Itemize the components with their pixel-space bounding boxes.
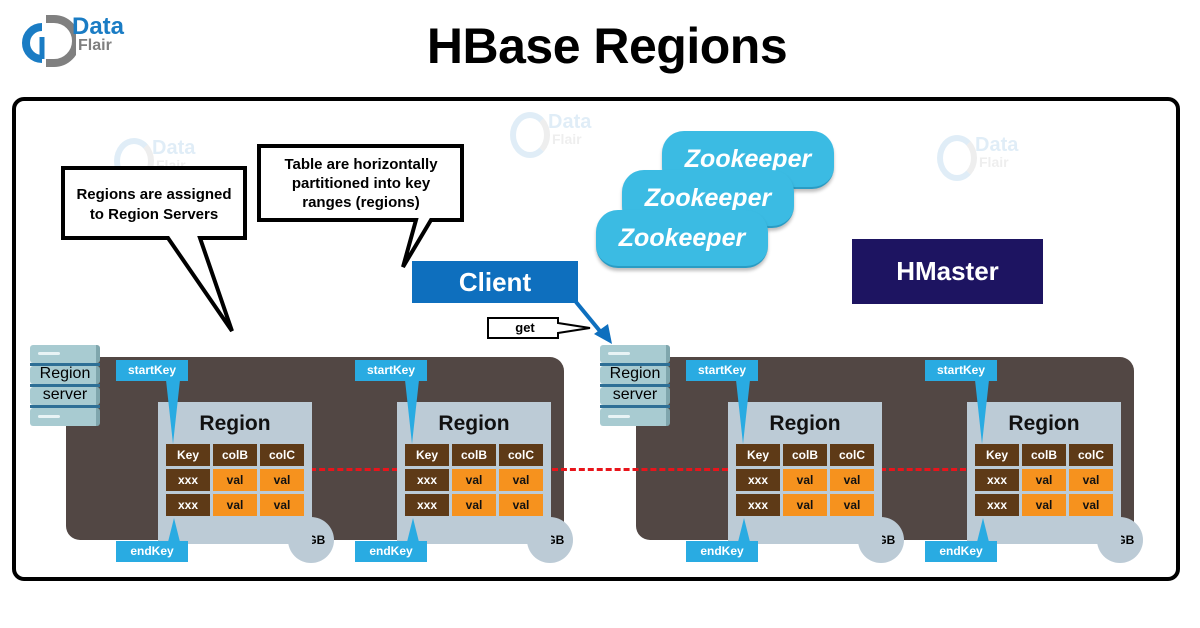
value-cell: val	[213, 494, 257, 516]
callout-bubble-regions-assigned	[61, 166, 247, 333]
logo-text-data: Data	[72, 13, 125, 40]
start-key-tag: startKey	[355, 360, 427, 381]
value-cell: val	[1022, 494, 1066, 516]
table-header-cell: colC	[260, 444, 304, 466]
region-title: Region	[438, 412, 510, 435]
row-key-cell: xxx	[975, 494, 1019, 516]
callout-text-regions-assigned: Regions are assigned to Region Servers	[76, 186, 232, 223]
value-cell: val	[1069, 469, 1113, 491]
client-box: Client	[412, 261, 578, 303]
value-cell: val	[783, 494, 827, 516]
logo-mark-icon	[22, 15, 76, 67]
region-split-line	[880, 468, 966, 471]
table-header-cell: colC	[830, 444, 874, 466]
start-key-tag: startKey	[686, 360, 758, 381]
region-title: Region	[1008, 412, 1080, 435]
row-key-cell: xxx	[166, 494, 210, 516]
region-title: Region	[199, 412, 271, 435]
region-server-1-icon: Region server	[30, 345, 102, 426]
end-key-pointer-icon	[977, 518, 989, 542]
dataflair-logo: Data Flair	[20, 13, 140, 67]
region-server-label: Region	[39, 365, 91, 382]
end-key-tag: endKey	[925, 541, 997, 562]
start-key-pointer-icon	[166, 380, 180, 444]
region-server-label: server	[42, 386, 88, 403]
start-key-pointer-icon	[405, 380, 419, 444]
row-key-cell: xxx	[975, 469, 1019, 491]
table-header-cell: colB	[213, 444, 257, 466]
row-key-cell: xxx	[736, 469, 780, 491]
end-key-tag: endKey	[686, 541, 758, 562]
table-header-cell: colB	[452, 444, 496, 466]
region-server-label: Region	[609, 365, 661, 382]
start-key-tag: startKey	[925, 360, 997, 381]
value-cell: val	[260, 494, 304, 516]
end-key-pointer-icon	[407, 518, 419, 542]
value-cell: val	[452, 494, 496, 516]
region-split-line	[310, 468, 398, 471]
table-header-cell: colC	[499, 444, 543, 466]
callout-bubble-horizontal-partition	[257, 144, 464, 269]
region-server-2-icon: Region server	[600, 345, 672, 426]
start-key-pointer-icon	[975, 380, 989, 444]
value-cell: val	[452, 469, 496, 491]
table-header-cell: Key	[975, 444, 1019, 466]
row-key-cell: xxx	[405, 469, 449, 491]
end-key-tag: endKey	[116, 541, 188, 562]
end-key-pointer-icon	[738, 518, 750, 542]
page-title: HBase Regions	[426, 18, 788, 74]
zookeeper-node: Zookeeper	[596, 210, 768, 268]
value-cell: val	[830, 494, 874, 516]
table-header-cell: colB	[1022, 444, 1066, 466]
start-key-tag: startKey	[116, 360, 188, 381]
region-title: Region	[769, 412, 841, 435]
table-header-cell: Key	[405, 444, 449, 466]
value-cell: val	[783, 469, 827, 491]
row-key-cell: xxx	[736, 494, 780, 516]
row-key-cell: xxx	[405, 494, 449, 516]
table-header-cell: Key	[166, 444, 210, 466]
logo-text-flair: Flair	[78, 37, 112, 54]
get-request-label: get	[515, 320, 535, 335]
callout-text-horizontal-partition: Table are horizontally partitioned into …	[284, 156, 438, 211]
region-split-line	[552, 468, 728, 471]
value-cell: val	[1022, 469, 1066, 491]
value-cell: val	[499, 494, 543, 516]
value-cell: val	[260, 469, 304, 491]
region-server-label: server	[612, 386, 658, 403]
hmaster-box: HMaster	[852, 239, 1043, 304]
diagram-frame	[12, 97, 1180, 581]
end-key-tag: endKey	[355, 541, 427, 562]
table-header-cell: colC	[1069, 444, 1113, 466]
value-cell: val	[1069, 494, 1113, 516]
get-request-bubble	[487, 317, 591, 339]
value-cell: val	[213, 469, 257, 491]
end-key-pointer-icon	[168, 518, 180, 542]
row-key-cell: xxx	[166, 469, 210, 491]
table-header-cell: colB	[783, 444, 827, 466]
value-cell: val	[830, 469, 874, 491]
client-arrow-icon	[574, 300, 612, 344]
value-cell: val	[499, 469, 543, 491]
table-header-cell: Key	[736, 444, 780, 466]
start-key-pointer-icon	[736, 380, 750, 444]
